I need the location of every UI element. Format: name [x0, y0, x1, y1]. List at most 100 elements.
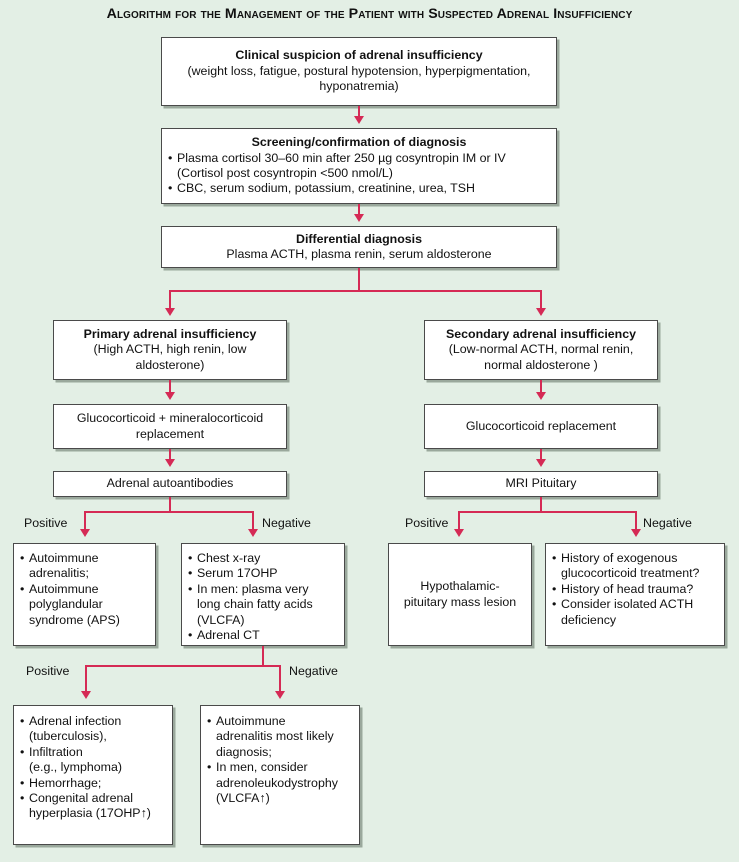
arrowhead-to-primary-ai: [165, 308, 175, 316]
differential-line1: Plasma ACTH, plasma renin, serum aldoste…: [226, 247, 492, 261]
history-bullet-1: History of head trauma?: [552, 581, 718, 598]
autoimmune-likely-bullet-0-cont: adrenalitis most likely diagnosis;: [216, 729, 334, 759]
connector-autoantibodies-stem: [169, 497, 171, 513]
chest-xray-bullet-2: In men: plasma very long chain fatty aci…: [188, 582, 338, 628]
connector-treatment-to-test-left: [169, 449, 171, 463]
connector-clinical-to-screening: [358, 106, 360, 120]
gluco-mineralo-line2: replacement: [135, 426, 205, 441]
adrenal-infection-bullet-2: Hemorrhage;: [20, 775, 166, 792]
clinical-suspicion-line1: (weight loss, fatigue, postural hypotens…: [187, 63, 531, 78]
adrenal-infection-bullet-1-cont: (e.g., lymphoma): [29, 760, 122, 775]
autoimmune-likely-bullet-1-main: In men, consider: [216, 760, 308, 775]
differential-heading: Differential diagnosis: [296, 231, 422, 246]
arrowhead-treatment-to-test-left: [165, 459, 175, 467]
primary-ai-line2: aldosterone): [135, 357, 205, 372]
connector-mri-left-drop: [458, 511, 460, 533]
history-bullet-2-cont: deficiency: [561, 612, 617, 627]
label-left-negative: Negative: [262, 516, 311, 530]
connector-autoantibodies-bar: [84, 511, 254, 513]
clinical-suspicion-heading: Clinical suspicion of adrenal insufficie…: [235, 48, 483, 63]
screening-bullet-list: Plasma cortisol 30–60 min after 250 µg c…: [168, 150, 550, 198]
label-right-positive: Positive: [405, 516, 449, 530]
node-autoimmune-most-likely: Autoimmune adrenalitis most likely diagn…: [200, 705, 360, 845]
connector-differential-bar: [169, 290, 542, 292]
adrenal-autoantibodies-line1: Adrenal autoantibodies: [106, 476, 234, 491]
adrenal-infection-bullet-list: Adrenal infection (tuberculosis), Infilt…: [20, 714, 166, 822]
node-secondary-adrenal-insufficiency: Secondary adrenal insufficiency (Low-nor…: [424, 320, 658, 380]
chest-xray-bullet-3-main: Adrenal CT: [197, 628, 260, 643]
secondary-ai-line2: normal aldosterone ): [484, 357, 598, 372]
node-glucocorticoid-replacement: Glucocorticoid replacement: [424, 404, 658, 449]
adrenal-infection-bullet-3: Congenital adrenal hyperplasia (17OHP↑): [20, 791, 166, 822]
history-bullet-0-main: History of exogenous: [561, 551, 678, 565]
node-hypothalamic-pituitary-mass-lesion: Hypothalamic- pituitary mass lesion: [388, 543, 532, 646]
node-primary-adrenal-insufficiency: Primary adrenal insufficiency (High ACTH…: [53, 320, 287, 380]
connector-differential-left-drop: [169, 290, 171, 312]
arrowhead-secondary-to-treatment: [536, 392, 546, 400]
node-autoimmune-adrenalitis-aps: Autoimmune adrenalitis; Autoimmune polyg…: [13, 543, 156, 646]
autoimmune-likely-bullet-1: In men, consider adrenoleukodystrophy (V…: [207, 760, 353, 806]
label-left-positive: Positive: [24, 516, 68, 530]
history-bullet-0-cont: glucocorticoid treatment?: [561, 566, 700, 581]
autoimmune-bullet-1-main: Autoimmune: [29, 581, 99, 596]
node-history-exogenous-workup: History of exogenous glucocorticoid trea…: [545, 543, 725, 646]
arrowhead-to-secondary-ai: [536, 308, 546, 316]
screening-bullet-0-main: Plasma cortisol 30–60 min after 250 µg c…: [177, 150, 506, 165]
node-clinical-suspicion: Clinical suspicion of adrenal insufficie…: [161, 37, 557, 106]
autoimmune-likely-bullet-1-cont: adrenoleukodystrophy (VLCFA↑): [216, 775, 338, 806]
connector-autoantibodies-left-drop: [84, 511, 86, 533]
arrowhead-autoantibodies-positive: [80, 529, 90, 537]
chest-xray-bullet-0: Chest x-ray: [188, 551, 338, 567]
connector-differential-stem: [358, 268, 360, 292]
adrenal-infection-bullet-0: Adrenal infection (tuberculosis),: [20, 714, 166, 745]
label-bottom-positive: Positive: [26, 664, 70, 678]
adrenal-infection-bullet-3-main: Congenital adrenal: [29, 791, 134, 806]
connector-chestxray-bar: [85, 665, 281, 667]
connector-chestxray-right-drop: [279, 665, 281, 695]
chest-xray-bullet-0-main: Chest x-ray: [197, 551, 261, 565]
primary-ai-heading: Primary adrenal insufficiency: [83, 326, 257, 341]
adrenal-infection-bullet-0-cont: (tuberculosis),: [29, 729, 107, 744]
connector-differential-right-drop: [540, 290, 542, 312]
autoimmune-likely-bullet-0-main: Autoimmune: [216, 714, 286, 728]
screening-bullet-1: CBC, serum sodium, potassium, creatinine…: [168, 181, 550, 197]
label-right-negative: Negative: [643, 516, 692, 530]
adrenal-infection-bullet-0-main: Adrenal infection: [29, 714, 122, 728]
adrenal-infection-bullet-1-main: Infiltration: [29, 744, 83, 759]
chest-xray-bullet-3: Adrenal CT: [188, 628, 338, 644]
hypothalamic-line2: pituitary mass lesion: [403, 594, 517, 609]
autoimmune-bullet-0-main: Autoimmune: [29, 551, 99, 565]
node-adrenal-infection-causes: Adrenal infection (tuberculosis), Infilt…: [13, 705, 173, 845]
connector-secondary-to-treatment: [540, 380, 542, 396]
secondary-ai-heading: Secondary adrenal insufficiency: [445, 326, 637, 341]
chest-xray-bullet-list: Chest x-ray Serum 17OHP In men: plasma v…: [188, 551, 338, 644]
history-bullet-1-main: History of head trauma?: [561, 581, 694, 596]
autoimmune-bullet-list: Autoimmune adrenalitis; Autoimmune polyg…: [20, 551, 149, 628]
history-bullet-2: Consider isolated ACTH deficiency: [552, 597, 718, 628]
history-bullet-2-main: Consider isolated ACTH: [561, 597, 694, 612]
arrowhead-primary-to-treatment: [165, 392, 175, 400]
autoimmune-likely-bullet-list: Autoimmune adrenalitis most likely diagn…: [207, 714, 353, 806]
label-bottom-negative: Negative: [289, 664, 338, 678]
autoimmune-bullet-0: Autoimmune adrenalitis;: [20, 551, 149, 582]
screening-bullet-0-cont: (Cortisol post cosyntropin <500 nmol/L): [177, 166, 393, 180]
history-bullet-list: History of exogenous glucocorticoid trea…: [552, 551, 718, 628]
hypothalamic-line1: Hypothalamic-: [420, 579, 500, 594]
node-mri-pituitary: MRI Pituitary: [424, 471, 658, 497]
adrenal-infection-bullet-2-main: Hemorrhage;: [29, 775, 102, 790]
node-differential-diagnosis: Differential diagnosis Plasma ACTH, plas…: [161, 226, 557, 268]
arrowhead-screening-to-differential: [354, 214, 364, 222]
connector-primary-to-treatment: [169, 380, 171, 396]
autoimmune-bullet-0-cont: adrenalitis;: [29, 566, 89, 581]
connector-screening-to-differential: [358, 204, 360, 218]
screening-heading: Screening/confirmation of diagnosis: [251, 135, 467, 150]
screening-bullet-1-main: CBC, serum sodium, potassium, creatinine…: [177, 181, 475, 196]
gluco-mineralo-line1: Glucocorticoid + mineralocorticoid: [76, 411, 264, 426]
arrowhead-mri-negative: [631, 529, 641, 537]
chest-xray-bullet-1-main: Serum 17OHP: [197, 566, 278, 581]
connector-mri-right-drop: [635, 511, 637, 533]
gluco-replacement-line1: Glucocorticoid replacement: [465, 418, 617, 433]
adrenal-infection-bullet-3-cont: hyperplasia (17OHP↑): [29, 806, 151, 821]
connector-chestxray-left-drop: [85, 665, 87, 695]
